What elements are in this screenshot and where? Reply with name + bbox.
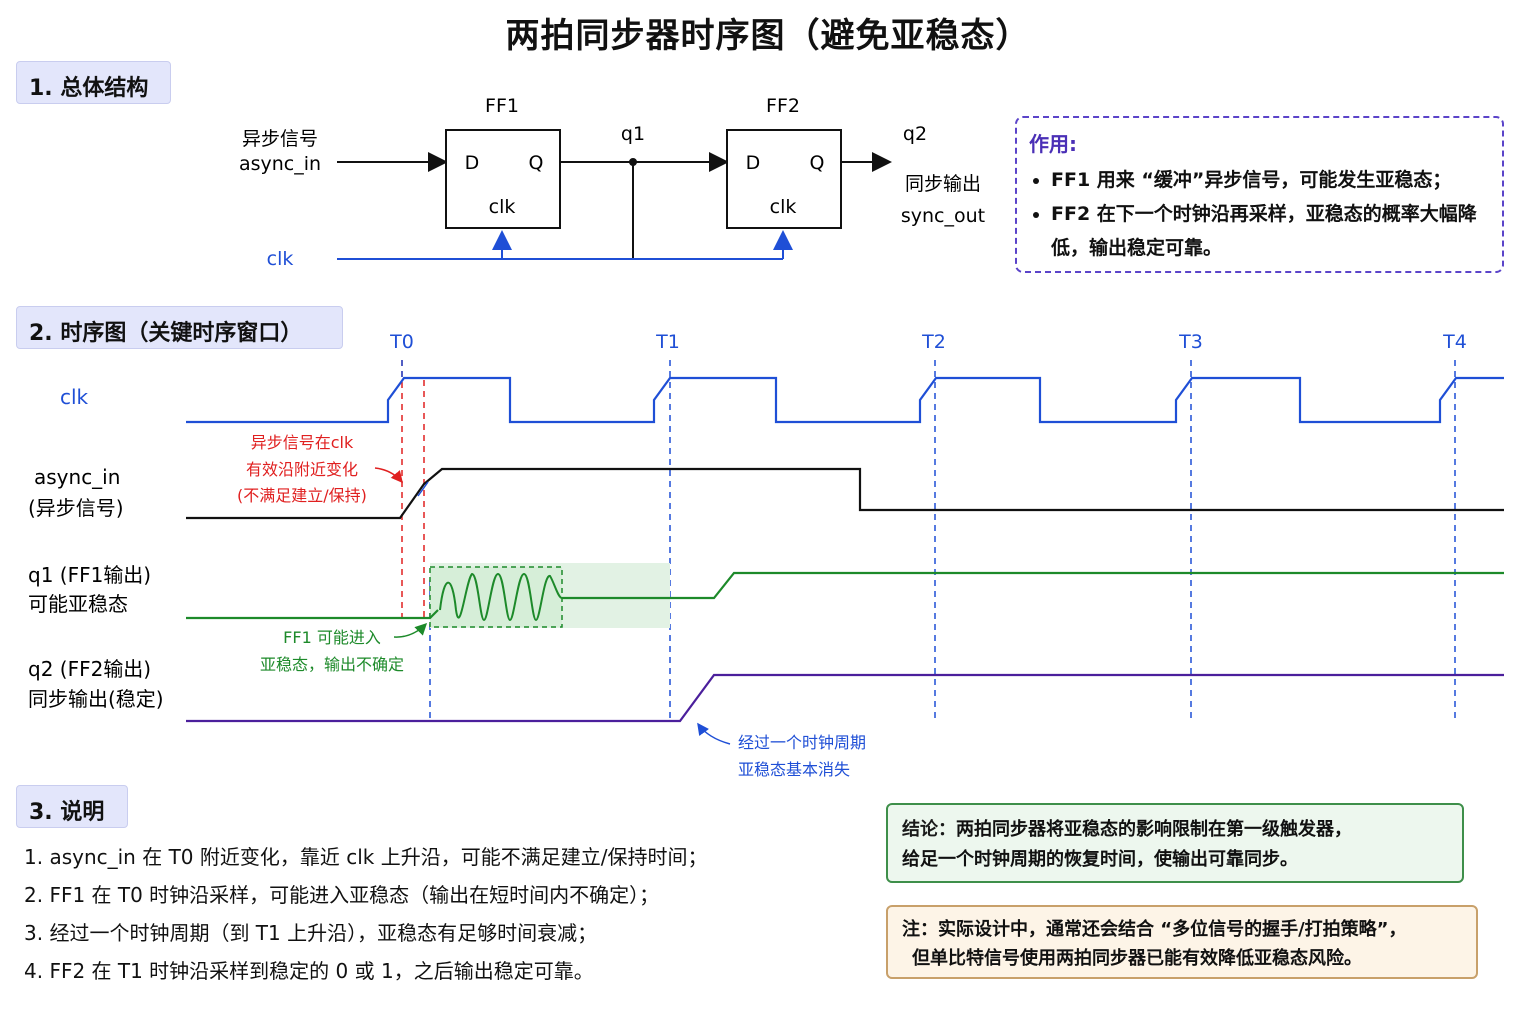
async-note-arrow <box>374 467 403 484</box>
ff1-pin-d: D <box>465 152 480 174</box>
ff1-note-arrow <box>393 622 428 638</box>
period-note-arrow <box>697 722 731 745</box>
ff1-title: FF1 <box>485 95 519 117</box>
period-note-line1: 经过一个时钟周期 <box>738 733 866 752</box>
async-note-line1: 异步信号在clk <box>251 433 354 452</box>
explanation-item: 2. FF1 在 T0 时钟沿采样，可能进入亚稳态（输出在短时间内不确定）； <box>24 883 660 907</box>
conclusion-label: 结论： <box>902 819 956 840</box>
ff1-note-line2: 亚稳态，输出不确定 <box>260 655 404 674</box>
conclusion-line1: 结论：两拍同步器将亚稳态的影响限制在第一级触发器， <box>902 815 1448 845</box>
async-note-line2: 有效沿附近变化 <box>246 460 358 479</box>
section-timing-heading: 2. 时序图（关键时序窗口） <box>16 306 343 349</box>
conclusion-line2: 给足一个时钟周期的恢复时间，使输出可靠同步。 <box>902 849 1298 870</box>
note-line1: 注：实际设计中，通常还会结合 “多位信号的握手/打拍策略”， <box>902 919 1407 940</box>
purpose-item: FF1 用来 “缓冲”异步信号，可能发生亚稳态； <box>1051 163 1490 197</box>
q2-waveform <box>186 673 1504 723</box>
time-label-t1: T1 <box>655 331 680 353</box>
ff1-pin-clk: clk <box>489 196 516 218</box>
conclusion-text1: 两拍同步器将亚稳态的影响限制在第一级触发器， <box>956 819 1352 840</box>
explanation-item: 3. 经过一个时钟周期（到 T1 上升沿），亚稳态有足够时间衰减； <box>24 921 598 945</box>
structure-diagram: 异步信号 async_in FF1 D Q clk q1 FF2 D Q clk… <box>239 95 985 270</box>
purpose-heading: 作用: <box>1029 132 1077 156</box>
signal-label-q2: q2 (FF2输出) <box>28 657 151 681</box>
ff1-pin-q: Q <box>529 152 544 174</box>
async-waveform <box>186 467 1504 520</box>
conclusion-box: 结论：两拍同步器将亚稳态的影响限制在第一级触发器， 给足一个时钟周期的恢复时间，… <box>886 803 1464 883</box>
purpose-list: FF1 用来 “缓冲”异步信号，可能发生亚稳态； FF2 在下一个时钟沿再采样，… <box>1029 163 1490 265</box>
clk-waveform <box>186 376 1504 424</box>
ff2-pin-d: D <box>746 152 761 174</box>
clk-label: clk <box>267 248 294 270</box>
purpose-item: FF2 在下一个时钟沿再采样，亚稳态的概率大幅降低，输出稳定可靠。 <box>1051 197 1490 265</box>
async-note-line3: (不满足建立/保持) <box>237 486 367 505</box>
async-label-cn: 异步信号 <box>242 128 318 150</box>
explanation-list: 1. async_in 在 T0 附近变化，靠近 clk 上升沿，可能不满足建立… <box>24 838 864 990</box>
period-note-line2: 亚稳态基本消失 <box>738 760 850 779</box>
signal-label-q1-note: 可能亚稳态 <box>28 592 128 616</box>
q1-waveform <box>186 571 1504 620</box>
time-label-t2: T2 <box>921 331 946 353</box>
async-label: async_in <box>239 153 321 175</box>
sync-out-label-cn: 同步输出 <box>905 173 981 195</box>
ff1-box <box>445 129 561 229</box>
q1-label: q1 <box>621 123 645 145</box>
note-line2: 但单比特信号使用两拍同步器已能有效降低亚稳态风险。 <box>912 948 1362 969</box>
ff2-pin-q: Q <box>810 152 825 174</box>
explanation-item: 1. async_in 在 T0 附近变化，靠近 clk 上升沿，可能不满足建立… <box>24 845 708 869</box>
note-box: 注：实际设计中，通常还会结合 “多位信号的握手/打拍策略”， 但单比特信号使用两… <box>886 905 1478 979</box>
ff1-note-line1: FF1 可能进入 <box>283 628 381 647</box>
time-label-t0: T0 <box>389 331 414 353</box>
timing-diagram: T0 T1 T2 T3 T4 clk async_in (异步信号) q1 (F… <box>28 331 1504 779</box>
q1-oscillation <box>439 572 563 622</box>
ff2-box <box>726 129 842 229</box>
async-crossing-mark <box>417 481 429 497</box>
signal-label-async: async_in <box>34 465 120 489</box>
sync-out-label: sync_out <box>901 205 985 227</box>
purpose-box: 作用: FF1 用来 “缓冲”异步信号，可能发生亚稳态； FF2 在下一个时钟沿… <box>1015 116 1504 273</box>
signal-label-async-cn: (异步信号) <box>28 496 124 520</box>
section-notes-heading: 3. 说明 <box>16 785 128 828</box>
signal-label-q2-note: 同步输出(稳定) <box>28 687 164 711</box>
ff2-title: FF2 <box>766 95 800 117</box>
signal-label-q1: q1 (FF1输出) <box>28 563 151 587</box>
page-title: 两拍同步器时序图（避免亚稳态） <box>505 16 1031 56</box>
time-label-t4: T4 <box>1442 331 1467 353</box>
section-structure-heading: 1. 总体结构 <box>16 61 171 104</box>
time-label-t3: T3 <box>1178 331 1203 353</box>
signal-label-clk: clk <box>60 385 89 409</box>
q2-label: q2 <box>903 123 927 145</box>
ff2-pin-clk: clk <box>770 196 797 218</box>
explanation-item: 4. FF2 在 T1 时钟沿采样到稳定的 0 或 1，之后输出稳定可靠。 <box>24 959 594 983</box>
